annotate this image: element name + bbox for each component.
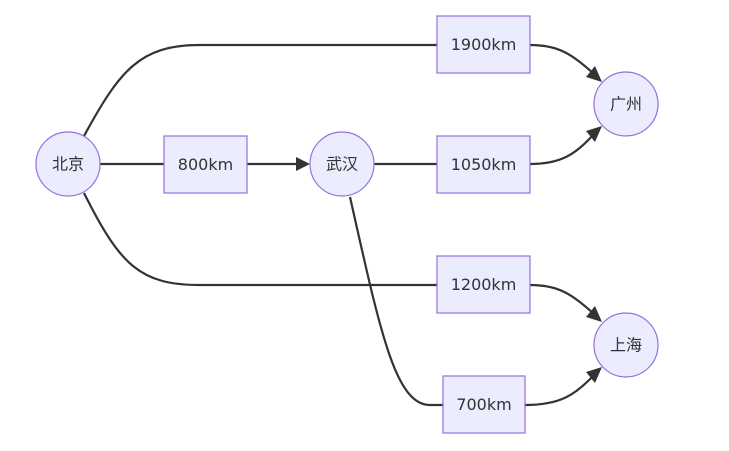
node-shanghai-label: 上海 — [610, 336, 642, 355]
label-node-1900km[interactable]: 1900km — [436, 15, 531, 74]
label-node-1900km-shape — [436, 15, 531, 74]
label-node-1200km[interactable]: 1200km — [436, 255, 531, 314]
label-node-1050km-shape — [436, 135, 531, 194]
label-1900km-text: 1900km — [451, 35, 517, 54]
node-guangzhou[interactable]: 广州 — [593, 71, 659, 137]
edge-1900km-guangzhou — [529, 43, 594, 74]
edge-beijing-1900km — [83, 43, 437, 137]
edge-700km-shanghai — [524, 375, 594, 407]
node-shanghai[interactable]: 上海 — [593, 312, 659, 378]
node-guangzhou-shape — [593, 71, 659, 137]
label-700km-text: 700km — [456, 395, 511, 414]
node-beijing[interactable]: 北京 — [35, 131, 101, 197]
edge-wuhan-700km — [348, 196, 443, 407]
label-node-800km-shape — [163, 135, 248, 194]
edge-1200km-shanghai — [529, 283, 594, 314]
label-node-1200km-shape — [436, 255, 531, 314]
arrowhead-wuhan — [296, 157, 310, 171]
label-node-700km[interactable]: 700km — [442, 375, 526, 434]
node-shanghai-shape — [593, 312, 659, 378]
node-wuhan[interactable]: 武汉 — [309, 131, 375, 197]
node-wuhan-shape — [309, 131, 375, 197]
label-1200km-text: 1200km — [451, 275, 517, 294]
node-wuhan-label: 武汉 — [326, 155, 358, 174]
arrowhead-shanghai-bottom — [586, 367, 602, 383]
label-node-1050km[interactable]: 1050km — [436, 135, 531, 194]
node-guangzhou-label: 广州 — [610, 95, 642, 114]
node-beijing-shape — [35, 131, 101, 197]
node-beijing-label: 北京 — [52, 155, 84, 174]
label-800km-text: 800km — [178, 155, 233, 174]
label-node-700km-shape — [442, 375, 526, 434]
arrowhead-guangzhou-top — [586, 66, 602, 82]
label-1050km-text: 1050km — [451, 155, 517, 174]
arrowhead-guangzhou-bottom — [586, 126, 602, 142]
edge-1050km-guangzhou — [529, 134, 594, 166]
arrowhead-shanghai-top — [586, 306, 602, 322]
label-node-800km[interactable]: 800km — [163, 135, 248, 194]
edge-beijing-1200km — [83, 192, 437, 287]
